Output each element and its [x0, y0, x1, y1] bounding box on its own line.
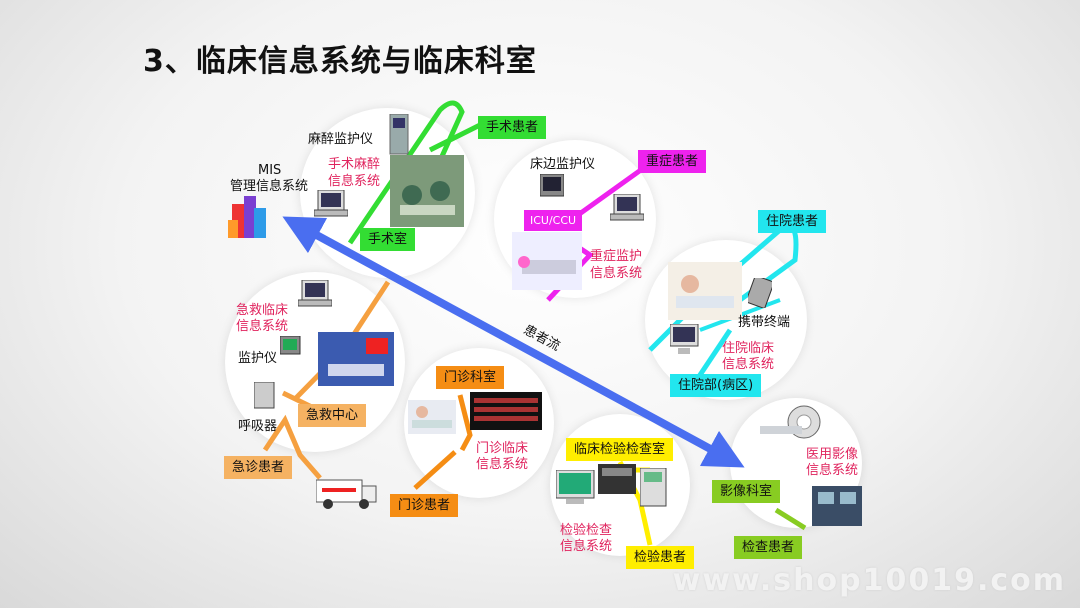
icu-system-label-1: 重症监护 [590, 249, 643, 264]
lab-instrument-icon [640, 468, 667, 507]
mis-label: MIS [258, 163, 282, 178]
lab-computer-icon [556, 470, 595, 504]
emergency-system-label-2: 信息系统 [236, 319, 289, 334]
icu-ccu-label: ICU/CCU [524, 210, 583, 231]
imaging-patient-label: 检查患者 [734, 536, 803, 559]
imaging-system-label-1: 医用影像 [806, 447, 859, 462]
ventilator-icon [254, 382, 275, 409]
patient-monitor-icon [280, 336, 301, 355]
ward-system-label-2: 信息系统 [722, 357, 775, 372]
surgery-system-label-1: 手术麻醉 [328, 157, 381, 172]
ct-scanner-icon [760, 405, 821, 439]
lab-patient-label: 检验患者 [626, 546, 695, 569]
surgery-patient-label: 手术患者 [478, 116, 547, 139]
ward-patient-photo-icon [668, 262, 742, 320]
watermark: www.shop10019.com [672, 563, 1066, 598]
surgery-monitor-icon [389, 114, 409, 155]
mis-system-label: 管理信息系统 [230, 179, 309, 194]
operating-room-label: 手术室 [360, 228, 416, 251]
emergency-laptop-icon [298, 280, 332, 307]
ambulance-interior-icon [318, 332, 394, 386]
ventilator-label: 呼吸器 [238, 419, 278, 434]
handheld-terminal-label: 携带终端 [738, 315, 791, 330]
lab-dept-label: 临床检验检查室 [566, 438, 674, 461]
icu-bed-photo-icon [512, 232, 582, 290]
operating-room-photo-icon [390, 155, 464, 227]
bedside-monitor-label: 床边监护仪 [530, 157, 596, 172]
patient-monitor-label: 监护仪 [238, 351, 278, 366]
emergency-system-label-1: 急救临床 [236, 303, 289, 318]
lab-system-label-1: 检验检查 [560, 523, 613, 538]
page-title: 3、临床信息系统与临床科室 [143, 44, 537, 79]
icu-patient-label: 重症患者 [638, 150, 707, 173]
outpatient-system-label-1: 门诊临床 [476, 441, 529, 456]
ward-system-label-1: 住院临床 [722, 341, 775, 356]
icu-system-label-2: 信息系统 [590, 266, 643, 281]
anesthesia-monitor-label: 麻醉监护仪 [308, 132, 374, 147]
ward-patient-label: 住院患者 [758, 210, 827, 233]
outpatient-patient-label: 门诊患者 [390, 494, 459, 517]
lab-system-label-2: 信息系统 [560, 539, 613, 554]
mis-building-icon [228, 196, 266, 238]
surgery-system-label-2: 信息系统 [328, 174, 381, 189]
lab-analyzer-icon [598, 464, 636, 494]
queue-display-board-icon [470, 392, 542, 430]
handheld-terminal-icon [748, 278, 772, 308]
outpatient-doctor-icon [408, 400, 456, 434]
emergency-center-label: 急救中心 [298, 404, 367, 427]
ambulance-icon [316, 479, 377, 509]
bedside-monitor-icon [540, 174, 564, 197]
ward-dept-label: 住院部(病区) [670, 374, 762, 397]
outpatient-system-label-2: 信息系统 [476, 457, 529, 472]
imaging-system-label-2: 信息系统 [806, 463, 859, 478]
ward-computer-icon [670, 324, 699, 354]
emergency-patient-label: 急诊患者 [224, 456, 293, 479]
icu-laptop-icon [610, 194, 644, 221]
outpatient-dept-label: 门诊科室 [436, 366, 505, 389]
imaging-dept-label: 影像科室 [712, 480, 781, 503]
surgery-laptop-icon [314, 190, 348, 217]
imaging-room-icon [812, 486, 862, 526]
